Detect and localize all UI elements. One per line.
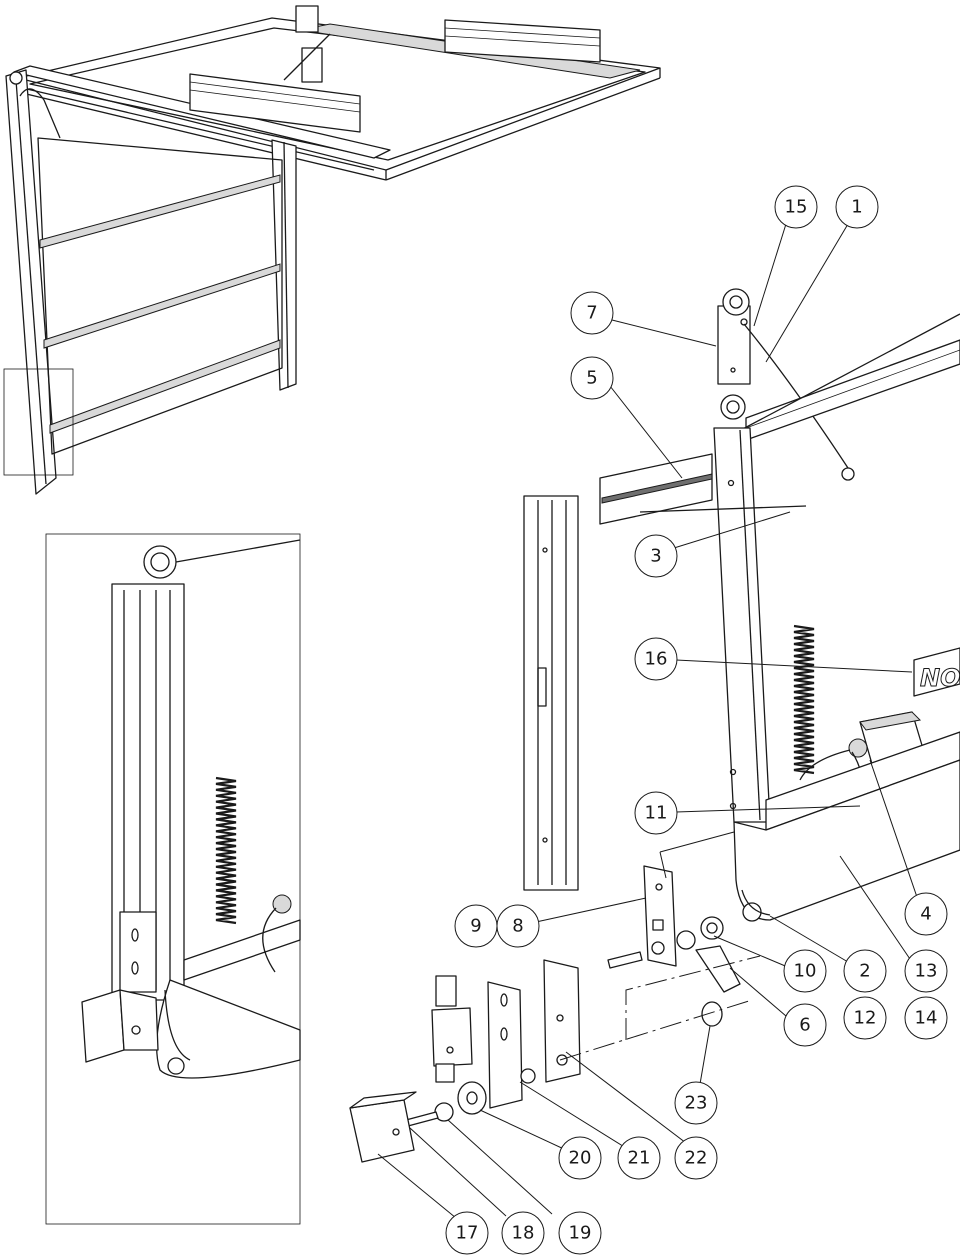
- callout-23: 23: [674, 1081, 718, 1125]
- svg-text:23: 23: [685, 1093, 708, 1114]
- callout-14: 14: [904, 996, 948, 1040]
- callout-3: 3: [634, 534, 678, 578]
- callout-9: 9: [454, 904, 498, 948]
- door-overview: [3, 5, 661, 495]
- svg-text:18: 18: [512, 1223, 535, 1244]
- callout-4: 4: [904, 892, 948, 936]
- leader-lines: [377, 223, 919, 1219]
- callout-8: 8: [496, 904, 540, 948]
- callout-5: 5: [570, 356, 614, 400]
- svg-text:22: 22: [685, 1148, 708, 1169]
- callout-1: 1: [835, 185, 879, 229]
- svg-text:3: 3: [650, 546, 661, 567]
- svg-text:1: 1: [851, 197, 862, 218]
- callout-2: 2: [843, 949, 887, 993]
- exploded-view: NO: [349, 288, 960, 1163]
- svg-text:20: 20: [569, 1148, 592, 1169]
- callout-18: 18: [501, 1211, 545, 1255]
- svg-text:12: 12: [854, 1008, 877, 1029]
- callout-17: 17: [445, 1211, 489, 1255]
- svg-text:7: 7: [586, 303, 597, 324]
- svg-text:17: 17: [456, 1223, 479, 1244]
- svg-text:2: 2: [859, 961, 870, 982]
- callout-10: 10: [783, 949, 827, 993]
- svg-text:4: 4: [920, 904, 931, 925]
- callout-bubbles: 15 1 7 5 3 16 11 9 8 4 10 2 13 6 12 14 2…: [445, 185, 948, 1255]
- svg-text:15: 15: [785, 197, 808, 218]
- callout-13: 13: [904, 949, 948, 993]
- callout-21: 21: [617, 1136, 661, 1180]
- callout-12: 12: [843, 996, 887, 1040]
- svg-text:21: 21: [628, 1148, 651, 1169]
- callout-7: 7: [570, 291, 614, 335]
- svg-text:5: 5: [586, 368, 597, 389]
- callout-11: 11: [634, 791, 678, 835]
- tension-spring: [215, 776, 237, 925]
- svg-text:14: 14: [915, 1008, 938, 1029]
- door-spring: [793, 624, 815, 775]
- svg-text:13: 13: [915, 961, 938, 982]
- panel-brand-label: NO: [920, 664, 960, 692]
- detail-inset: [45, 533, 301, 1225]
- callout-19: 19: [558, 1211, 602, 1255]
- callout-22: 22: [674, 1136, 718, 1180]
- svg-text:10: 10: [794, 961, 817, 982]
- svg-text:16: 16: [645, 649, 668, 670]
- svg-text:6: 6: [799, 1015, 810, 1036]
- callout-20: 20: [558, 1136, 602, 1180]
- svg-text:8: 8: [512, 916, 523, 937]
- callout-6: 6: [783, 1003, 827, 1047]
- svg-text:11: 11: [645, 803, 668, 824]
- svg-text:9: 9: [470, 916, 481, 937]
- svg-text:19: 19: [569, 1223, 592, 1244]
- callout-15: 15: [774, 185, 818, 229]
- callout-16: 16: [634, 637, 678, 681]
